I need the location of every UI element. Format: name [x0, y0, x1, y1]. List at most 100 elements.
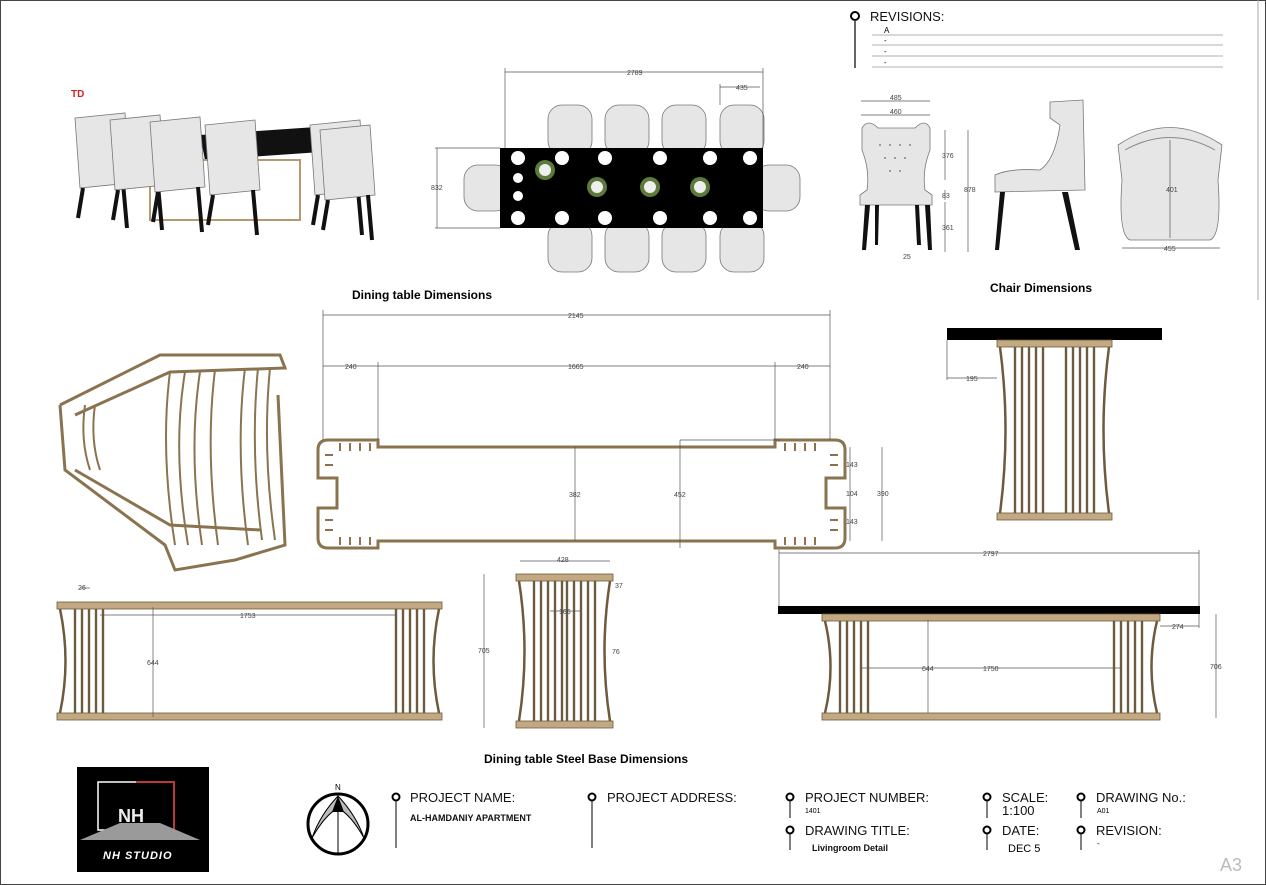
dim-notch-bottom: 143 [846, 519, 858, 526]
table-side-elevation: 195 [946, 328, 1162, 521]
chair-plan [719, 104, 765, 156]
chair-dimensions-title: Chair Dimensions [990, 281, 1092, 295]
plate [653, 151, 667, 165]
dim-plan-width: 832 [431, 185, 443, 192]
drawing-no-label: DRAWING No.: [1096, 790, 1186, 805]
base-curved-leg [603, 580, 612, 722]
td-label: TD [71, 89, 84, 100]
dim-notch: 104 [846, 491, 858, 498]
plate [653, 211, 667, 225]
chair-plan [604, 104, 650, 156]
plate [513, 173, 523, 183]
dim-side-leg: 76 [612, 649, 620, 656]
plate [598, 151, 612, 165]
sheet-size-label: A3 [1220, 855, 1242, 875]
revision-row: - [884, 58, 887, 67]
chair-plan [604, 221, 650, 273]
revisions-block: REVISIONS: A - - - [850, 9, 1223, 68]
steel-base-side-elevation: 428 705 166 37 76 [478, 557, 623, 729]
dim-front-height: 644 [922, 666, 934, 673]
steel-base-plan-view: 2145 240 1665 240 382 452 143 104 143 39… [316, 310, 889, 550]
base-top-rail [821, 613, 1161, 622]
north-label: N [335, 783, 341, 792]
north-arrow-icon: N [306, 783, 370, 856]
dim-base-height: 644 [147, 660, 159, 667]
dim-plan-length: 2789 [627, 70, 643, 77]
plate [555, 211, 569, 225]
chair-front-view: 485 460 376 83 361 878 25 [859, 95, 976, 261]
base-curved-leg [517, 580, 526, 722]
dim-top-length: 2797 [983, 551, 999, 558]
base-curved-leg [432, 608, 441, 714]
dim-side-height: 705 [478, 648, 490, 655]
plate [743, 151, 757, 165]
plate [511, 151, 525, 165]
chair-render [149, 116, 206, 193]
table-plan-view: 2789 435 832 [431, 68, 801, 273]
dim-chair-depth: 401 [1166, 187, 1178, 194]
chair-render [319, 124, 376, 201]
flower-arrangement [644, 181, 656, 193]
revision-row: A [884, 26, 890, 35]
date-value: DEC 5 [1008, 843, 1040, 855]
steel-base-dimensions-title: Dining table Steel Base Dimensions [484, 752, 688, 766]
dim-base-end-right: 240 [797, 364, 809, 371]
drawing-no-value: A01 [1097, 808, 1110, 815]
chair-leg [76, 182, 129, 229]
flower-arrangement [539, 164, 551, 176]
dim-base-outer: 452 [674, 492, 686, 499]
plate [555, 151, 569, 165]
project-name-label: PROJECT NAME: [410, 790, 515, 805]
plate [511, 211, 525, 225]
dim-end-width: 390 [877, 491, 889, 498]
dim-post: 26 [78, 585, 86, 592]
scale-label: SCALE: [1002, 790, 1048, 805]
dim-overhang: 195 [966, 376, 978, 383]
steel-base-perspective [58, 353, 288, 572]
base-bottom-rail [515, 720, 614, 729]
dim-chair-inner-width: 460 [890, 109, 902, 116]
steel-base-front-elevation: 26 1753 644 [56, 585, 443, 721]
dim-chair-total-height: 878 [964, 187, 976, 194]
revisions-title: REVISIONS: [870, 9, 944, 24]
chair-plan [547, 221, 593, 273]
base-bottom-rail [996, 512, 1113, 521]
title-block [391, 792, 1086, 850]
chair-top-view: 401 455 [1117, 127, 1223, 253]
chair-leg [151, 186, 204, 233]
revision-row: - [884, 47, 887, 56]
base-bottom-rail [821, 712, 1161, 721]
plate [598, 211, 612, 225]
plate [703, 151, 717, 165]
chair-leg [206, 189, 259, 236]
revision-label: REVISION: [1096, 823, 1162, 838]
chair-plan [719, 221, 765, 273]
dim-total-height: 706 [1210, 664, 1222, 671]
plate [703, 211, 717, 225]
project-name-value: AL-HAMDANIY APARTMENT [410, 813, 532, 823]
dining-table-dimensions-title: Dining table Dimensions [352, 288, 492, 302]
plate [743, 211, 757, 225]
dim-notch-top: 143 [846, 462, 858, 469]
table-perspective-render [74, 112, 376, 241]
plate [513, 191, 523, 201]
dim-top-overhang: 274 [1172, 624, 1184, 631]
project-number-value: 1401 [805, 808, 821, 815]
dim-side-rail: 37 [615, 583, 623, 590]
revision-row: - [884, 36, 887, 45]
dim-chair-back-height: 376 [942, 153, 954, 160]
flower-arrangement [694, 181, 706, 193]
base-top-rail [996, 339, 1113, 348]
chair-plan [661, 221, 707, 273]
flower-arrangement [591, 181, 603, 193]
revision-value: - [1097, 839, 1100, 848]
dim-chair-top-width: 455 [1164, 246, 1176, 253]
dim-chair-leg: 361 [942, 225, 954, 232]
chair-plan [547, 104, 593, 156]
dim-base-middle: 1665 [568, 364, 584, 371]
chair-side-view [994, 99, 1086, 250]
drawing-title-label: DRAWING TITLE: [805, 823, 910, 838]
base-curved-leg [823, 620, 832, 714]
dim-chair-outer-width: 485 [890, 95, 902, 102]
dim-side-width: 428 [557, 557, 569, 564]
